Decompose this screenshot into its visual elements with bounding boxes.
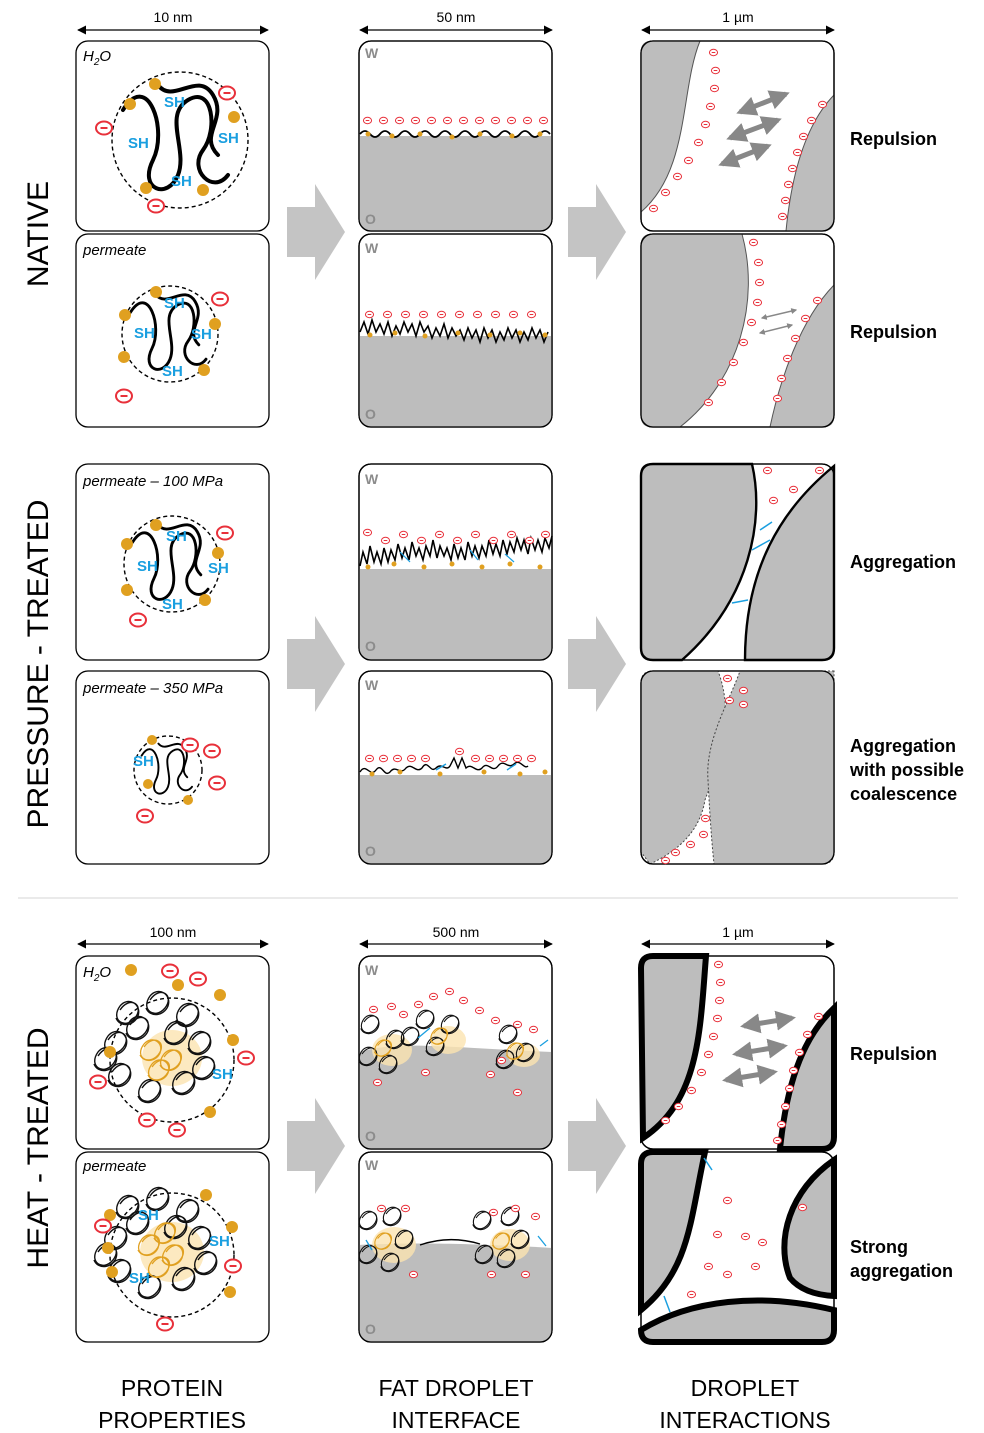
svg-text:1 µm: 1 µm — [722, 9, 753, 25]
panel-interface-native-h2o: W O — [358, 40, 553, 232]
panel-interactions-p350 — [640, 670, 835, 865]
svg-text:SH: SH — [218, 130, 239, 147]
svg-text:SH: SH — [191, 326, 212, 343]
svg-text:O: O — [365, 1321, 376, 1337]
svg-text:50 nm: 50 nm — [437, 9, 476, 25]
svg-text:SH: SH — [137, 558, 158, 575]
svg-text:W: W — [365, 471, 379, 487]
svg-text:1 µm: 1 µm — [722, 924, 753, 940]
scale-bar-protein-heat: 100 nm — [77, 924, 269, 949]
svg-text:SH: SH — [212, 1066, 233, 1083]
svg-text:O: O — [365, 406, 376, 422]
panel-protein-heat-h2o: H2O SH — [75, 955, 270, 1150]
svg-text:SH: SH — [164, 94, 185, 111]
svg-text:SH: SH — [209, 1233, 230, 1250]
panel-interactions-heat-h2o — [637, 953, 837, 1152]
arrow-native-2 — [568, 184, 626, 280]
result-heat-h2o: Repulsion — [850, 1044, 937, 1064]
svg-text:SH: SH — [134, 325, 155, 342]
scale-bar-interactions-heat: 1 µm — [641, 924, 835, 949]
panel-protein-native-h2o: H2O SH SH SH SH — [75, 40, 270, 232]
svg-text:SH: SH — [166, 528, 187, 545]
panel-protein-p350: permeate – 350 MPa SH — [75, 670, 270, 865]
svg-text:O: O — [365, 211, 376, 227]
svg-text:H2O: H2O — [83, 964, 111, 984]
arrow-pressure-1 — [287, 616, 345, 712]
svg-text:permeate: permeate — [82, 1158, 146, 1175]
svg-text:O: O — [365, 1128, 376, 1144]
svg-text:permeate – 100 MPa: permeate – 100 MPa — [82, 473, 223, 490]
svg-text:10 nm: 10 nm — [154, 9, 193, 25]
result-p100: Aggregation — [850, 552, 956, 572]
svg-text:SH: SH — [171, 173, 192, 190]
scale-bar-protein-top: 10 nm — [77, 9, 269, 35]
svg-text:SH: SH — [128, 135, 149, 152]
svg-text:W: W — [365, 45, 379, 61]
svg-text:100 nm: 100 nm — [150, 924, 197, 940]
panel-interactions-native-h2o — [640, 40, 835, 232]
panel-interface-native-permeate: W O — [358, 233, 553, 428]
svg-text:permeate: permeate — [82, 242, 146, 259]
panel-interface-p100: W O — [358, 463, 553, 661]
scale-bar-interactions-top: 1 µm — [641, 9, 835, 35]
svg-text:W: W — [365, 240, 379, 256]
svg-text:W: W — [365, 1157, 379, 1173]
row-label-heat: HEAT - TREATED — [22, 1027, 55, 1268]
panel-interface-p350: W O — [358, 670, 553, 865]
result-native-h2o: Repulsion — [850, 129, 937, 149]
panel-interface-heat-h2o: W O — [358, 955, 553, 1150]
panel-interactions-p100 — [639, 462, 836, 662]
svg-text:W: W — [365, 677, 379, 693]
panel-interactions-heat-permeate — [637, 1149, 837, 1345]
svg-text:O: O — [365, 843, 376, 859]
panel-protein-p100: permeate – 100 MPa SH SH SH SH — [75, 463, 270, 661]
panel-interactions-native-permeate — [640, 233, 835, 428]
svg-text:SH: SH — [162, 363, 183, 380]
row-label-native: NATIVE — [22, 181, 55, 287]
svg-text:SH: SH — [208, 560, 229, 577]
svg-text:SH: SH — [133, 753, 154, 770]
scale-bar-interface-heat: 500 nm — [359, 924, 553, 949]
result-native-permeate: Repulsion — [850, 322, 937, 342]
svg-text:SH: SH — [138, 1207, 159, 1224]
panel-protein-native-permeate: permeate SH SH SH SH — [75, 233, 270, 428]
scale-bar-interface-top: 50 nm — [359, 9, 553, 35]
row-label-pressure: PRESSURE - TREATED — [22, 500, 55, 829]
svg-text:SH: SH — [164, 295, 185, 312]
arrow-native-1 — [287, 184, 345, 280]
svg-text:500 nm: 500 nm — [433, 924, 480, 940]
panel-interface-heat-permeate: W O — [358, 1151, 553, 1343]
svg-text:permeate – 350 MPa: permeate – 350 MPa — [82, 680, 223, 697]
svg-text:O: O — [365, 638, 376, 654]
arrow-heat-1 — [287, 1098, 345, 1194]
svg-text:H2O: H2O — [83, 48, 111, 68]
arrow-heat-2 — [568, 1098, 626, 1194]
panel-protein-heat-permeate: permeate SH SH SH — [75, 1151, 270, 1343]
svg-text:SH: SH — [129, 1270, 150, 1287]
arrow-pressure-2 — [568, 616, 626, 712]
svg-text:SH: SH — [162, 596, 183, 613]
svg-text:W: W — [365, 962, 379, 978]
